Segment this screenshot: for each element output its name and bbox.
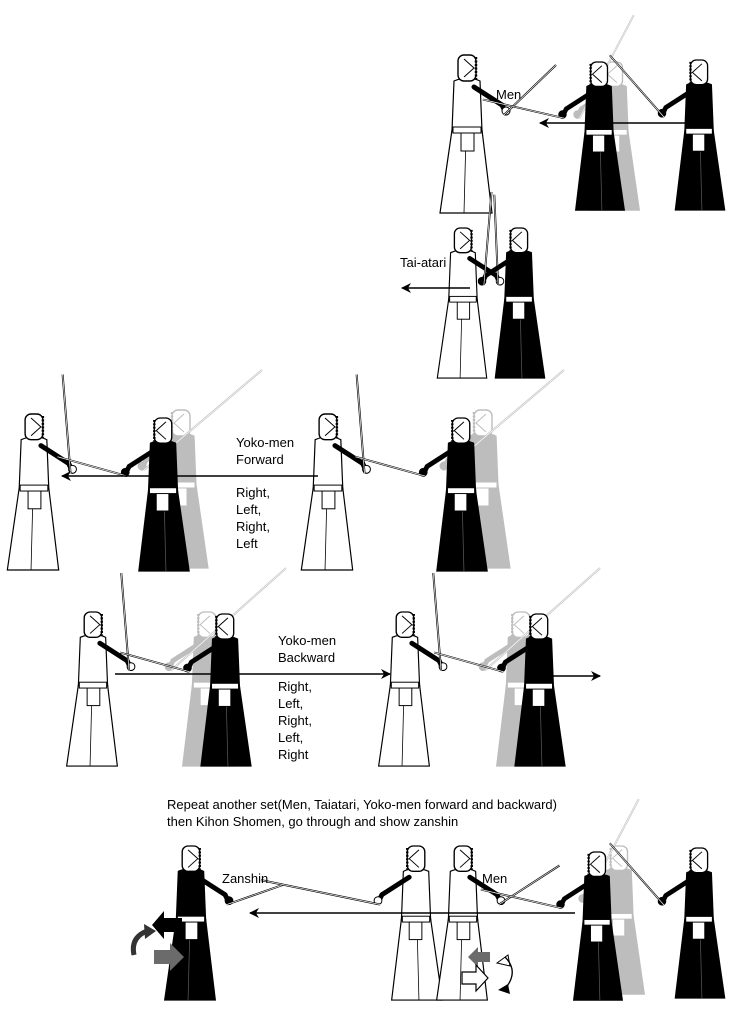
receiver-right-2 [377, 572, 448, 767]
step-3: Right, [236, 519, 270, 534]
yoko-backward-line-2: Backward [278, 650, 336, 665]
men-turn-icon [461, 947, 513, 994]
receiver-left-2 [65, 572, 136, 767]
step-4: Left, [278, 730, 304, 745]
yoko-forward-line-2: Forward [236, 452, 284, 467]
yoko-men-backward-label: Yoko-men Backward [278, 632, 336, 666]
repeat-instruction: Repeat another set(Men, Taiatari, Yoko-m… [167, 796, 557, 830]
movement-arrows [61, 118, 690, 918]
tai-atari-white [436, 194, 505, 379]
forward-step-sequence: Right, Left, Right, Left [236, 484, 270, 552]
zanshin-black [163, 845, 283, 1001]
zanshin-label: Zanshin [222, 871, 269, 886]
men-label-bottom: Men [482, 871, 508, 886]
yoko-backward-line-1: Yoko-men [278, 633, 337, 648]
instruction-line-2: then Kihon Shomen, go through and show z… [167, 814, 459, 829]
tai-atari-black [477, 191, 546, 379]
forward-black-2 [355, 417, 488, 572]
men-start-2 [609, 842, 726, 999]
defender-white [439, 54, 557, 214]
backward-black-2 [433, 613, 566, 767]
step-3: Right, [278, 713, 312, 728]
tai-atari-label: Tai-atari [400, 255, 447, 270]
forward-black-1 [57, 417, 190, 572]
step-2: Left, [236, 502, 262, 517]
instruction-line-1: Repeat another set(Men, Taiatari, Yoko-m… [167, 797, 557, 812]
step-2: Left, [278, 696, 304, 711]
backward-step-sequence: Right, Left, Right, Left, Right [278, 678, 312, 763]
yoko-men-forward-label: Yoko-men Forward [236, 434, 294, 468]
step-4: Left [236, 536, 258, 551]
step-1: Right, [236, 485, 270, 500]
men-black-2 [480, 851, 624, 1001]
yoko-forward-line-1: Yoko-men [236, 435, 295, 450]
step-1: Right, [278, 679, 312, 694]
zanshin-turn-icon [130, 911, 184, 971]
attacker-start [609, 54, 726, 211]
receiver-pass-1 [260, 845, 444, 1001]
turn-markers [130, 911, 513, 994]
attacker-black [482, 61, 626, 211]
receiver-right [300, 374, 371, 571]
men-label-top: Men [496, 87, 522, 102]
step-5: Right [278, 747, 309, 762]
receiver-left [6, 374, 77, 571]
